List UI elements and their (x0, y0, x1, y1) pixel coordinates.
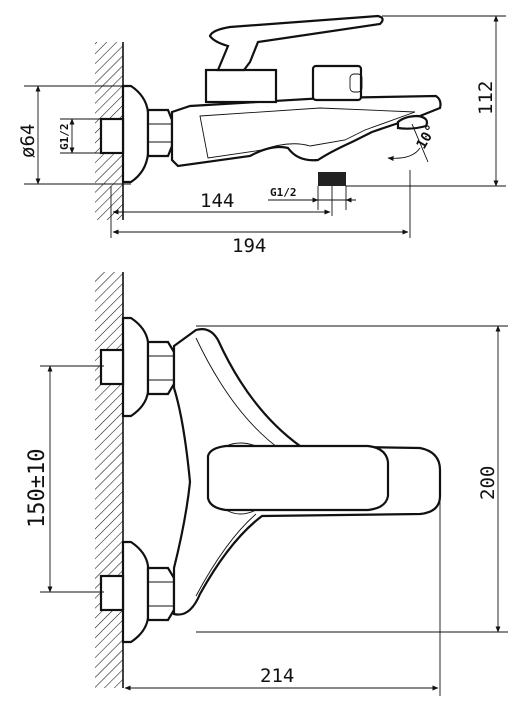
spout-connector-side (318, 172, 346, 186)
wall-flange-top-lower (121, 540, 150, 644)
outlet-side (396, 114, 429, 130)
hex-nut-side (146, 108, 174, 158)
side-view: 10° ø64 G1/2 112 G1/2 144 194 (17, 14, 506, 257)
hex-nut-top-upper (146, 340, 176, 396)
diverter-knob-side (311, 64, 363, 102)
top-view: 150±10 200 214 (25, 272, 508, 696)
inlet-pipe-top-upper (99, 348, 125, 386)
inlet-pipe-side (99, 117, 125, 155)
wall-hatch-top (95, 272, 123, 688)
inlet-pipe-top-lower (99, 574, 125, 612)
wall-flange-top-upper (121, 316, 150, 418)
handle-side (208, 14, 384, 72)
body-inner-edge (199, 107, 416, 159)
handle-top (206, 444, 390, 512)
faucet-body-side (170, 94, 442, 168)
hex-nut-top-lower (146, 566, 176, 622)
dim-depth-label: 214 (260, 665, 294, 687)
dim-depth-outlet-label: 144 (200, 190, 234, 212)
dim-height-label: 112 (475, 81, 497, 115)
dim-diameter-label: ø64 (17, 124, 39, 158)
dim-depth-total-label: 194 (232, 235, 266, 257)
cartridge-housing-side (204, 68, 278, 104)
dim-centers-label: 150±10 (25, 449, 50, 528)
angle-arc (387, 147, 421, 161)
dim-thread-outlet-label: G1/2 (270, 186, 297, 199)
wall-flange-side (121, 84, 150, 184)
dim-thread-wall-label: G1/2 (58, 124, 71, 151)
body-inner-contour (195, 337, 285, 597)
dim-width-label: 200 (477, 466, 499, 500)
